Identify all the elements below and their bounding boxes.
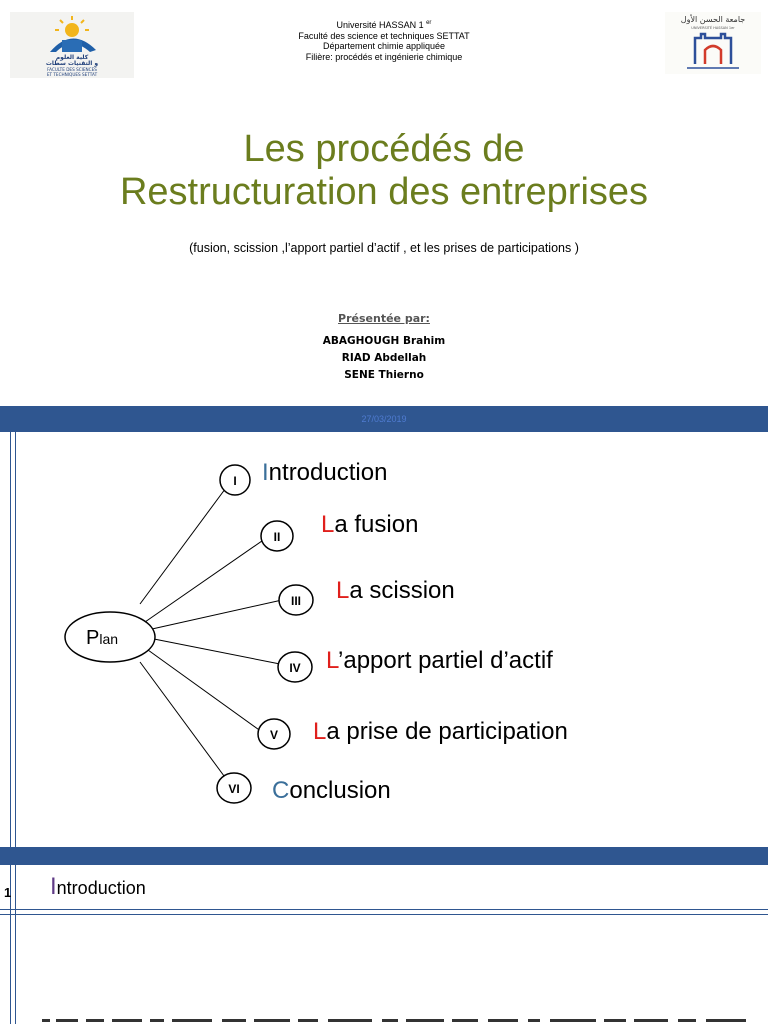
slide-separator-bar: 27/03/2019 (0, 406, 768, 432)
plan-item-introduction: I Introduction (219, 459, 387, 496)
university-header: Université HASSAN 1 er Faculté des scien… (234, 18, 534, 62)
title-slide: كلية العلوم و التقنيات سطات FACULTE DES … (0, 0, 768, 406)
plan-slide: Plan I Introduction II La fusion III La … (0, 432, 768, 847)
svg-text:Introduction: Introduction (262, 459, 387, 486)
svg-text:Conclusion: Conclusion (272, 777, 391, 804)
introduction-slide: 1 Introduction (0, 865, 768, 1024)
header-line-3: Département chimie appliquée (322, 41, 446, 51)
header-line-2: Faculté des science et techniques SETTAT (298, 30, 470, 41)
title-underline (0, 909, 768, 915)
svg-text:جامعة الحسن الأول: جامعة الحسن الأول (681, 14, 745, 24)
header-line-4: Filière: procédés et ingénierie chimique (305, 51, 463, 62)
plan-connectors (139, 476, 283, 781)
slide-separator-bar (0, 847, 768, 865)
plan-item-apport-partiel: IV L’apport partiel d’actif (277, 647, 553, 683)
svg-text:IV: IV (289, 661, 300, 675)
author-list: ABAGHOUGH Brahim RIAD Abdellah SENE Thie… (0, 333, 768, 384)
fst-settat-logo: كلية العلوم و التقنيات سطات FACULTE DES … (10, 12, 134, 78)
cut-off-text-line (42, 1019, 746, 1022)
svg-text:VI: VI (228, 782, 239, 796)
plan-item-prise-participation: V La prise de participation (257, 718, 568, 750)
svg-text:FACULTE DES SCIENCES: FACULTE DES SCIENCES (47, 67, 97, 72)
plan-center-node: Plan (64, 611, 156, 663)
plan-diagram: Plan I Introduction II La fusion III La … (64, 459, 568, 804)
author-name: ABAGHOUGH Brahim (322, 335, 446, 347)
svg-text:III: III (291, 594, 301, 608)
plan-center-label: Plan (86, 627, 118, 649)
author-name: RIAD Abdellah (341, 352, 427, 364)
author-name: SENE Thierno (344, 369, 424, 381)
svg-text:L’apport partiel d’actif: L’apport partiel d’actif (326, 647, 553, 674)
svg-text:و التقنيات سطات: و التقنيات سطات (46, 60, 98, 67)
svg-text:La scission: La scission (336, 577, 455, 604)
slide-title: Introduction (50, 873, 146, 900)
slide-number: 1 (4, 885, 12, 900)
uh1-logo: جامعة الحسن الأول UNIVERSITÉ HASSAN 1er (665, 12, 761, 74)
svg-text:II: II (274, 530, 281, 544)
presentation-title: Les procédés de Restructuration des entr… (119, 128, 649, 213)
presentation-subtitle: (fusion, scission ,l’apport partiel d’ac… (189, 241, 579, 255)
svg-text:كلية العلوم: كلية العلوم (56, 54, 89, 61)
left-border-line (10, 865, 16, 1024)
svg-text:V: V (270, 728, 278, 742)
plan-item-scission: III La scission (278, 577, 455, 616)
svg-text:UNIVERSITÉ HASSAN 1er: UNIVERSITÉ HASSAN 1er (691, 25, 735, 30)
svg-text:La fusion: La fusion (321, 511, 418, 538)
plan-item-conclusion: VI Conclusion (216, 772, 391, 804)
svg-text:I: I (233, 474, 236, 488)
svg-text:La prise de participation: La prise de participation (313, 718, 568, 745)
header-line-1: Université HASSAN 1 (336, 20, 424, 30)
slide-date: 27/03/2019 (361, 414, 407, 424)
left-border-line (10, 432, 16, 847)
presented-by-label: Présentée par: (338, 312, 430, 325)
svg-text:ET TECHNIQUES SETTAT: ET TECHNIQUES SETTAT (47, 72, 98, 77)
plan-item-fusion: II La fusion (260, 511, 418, 552)
